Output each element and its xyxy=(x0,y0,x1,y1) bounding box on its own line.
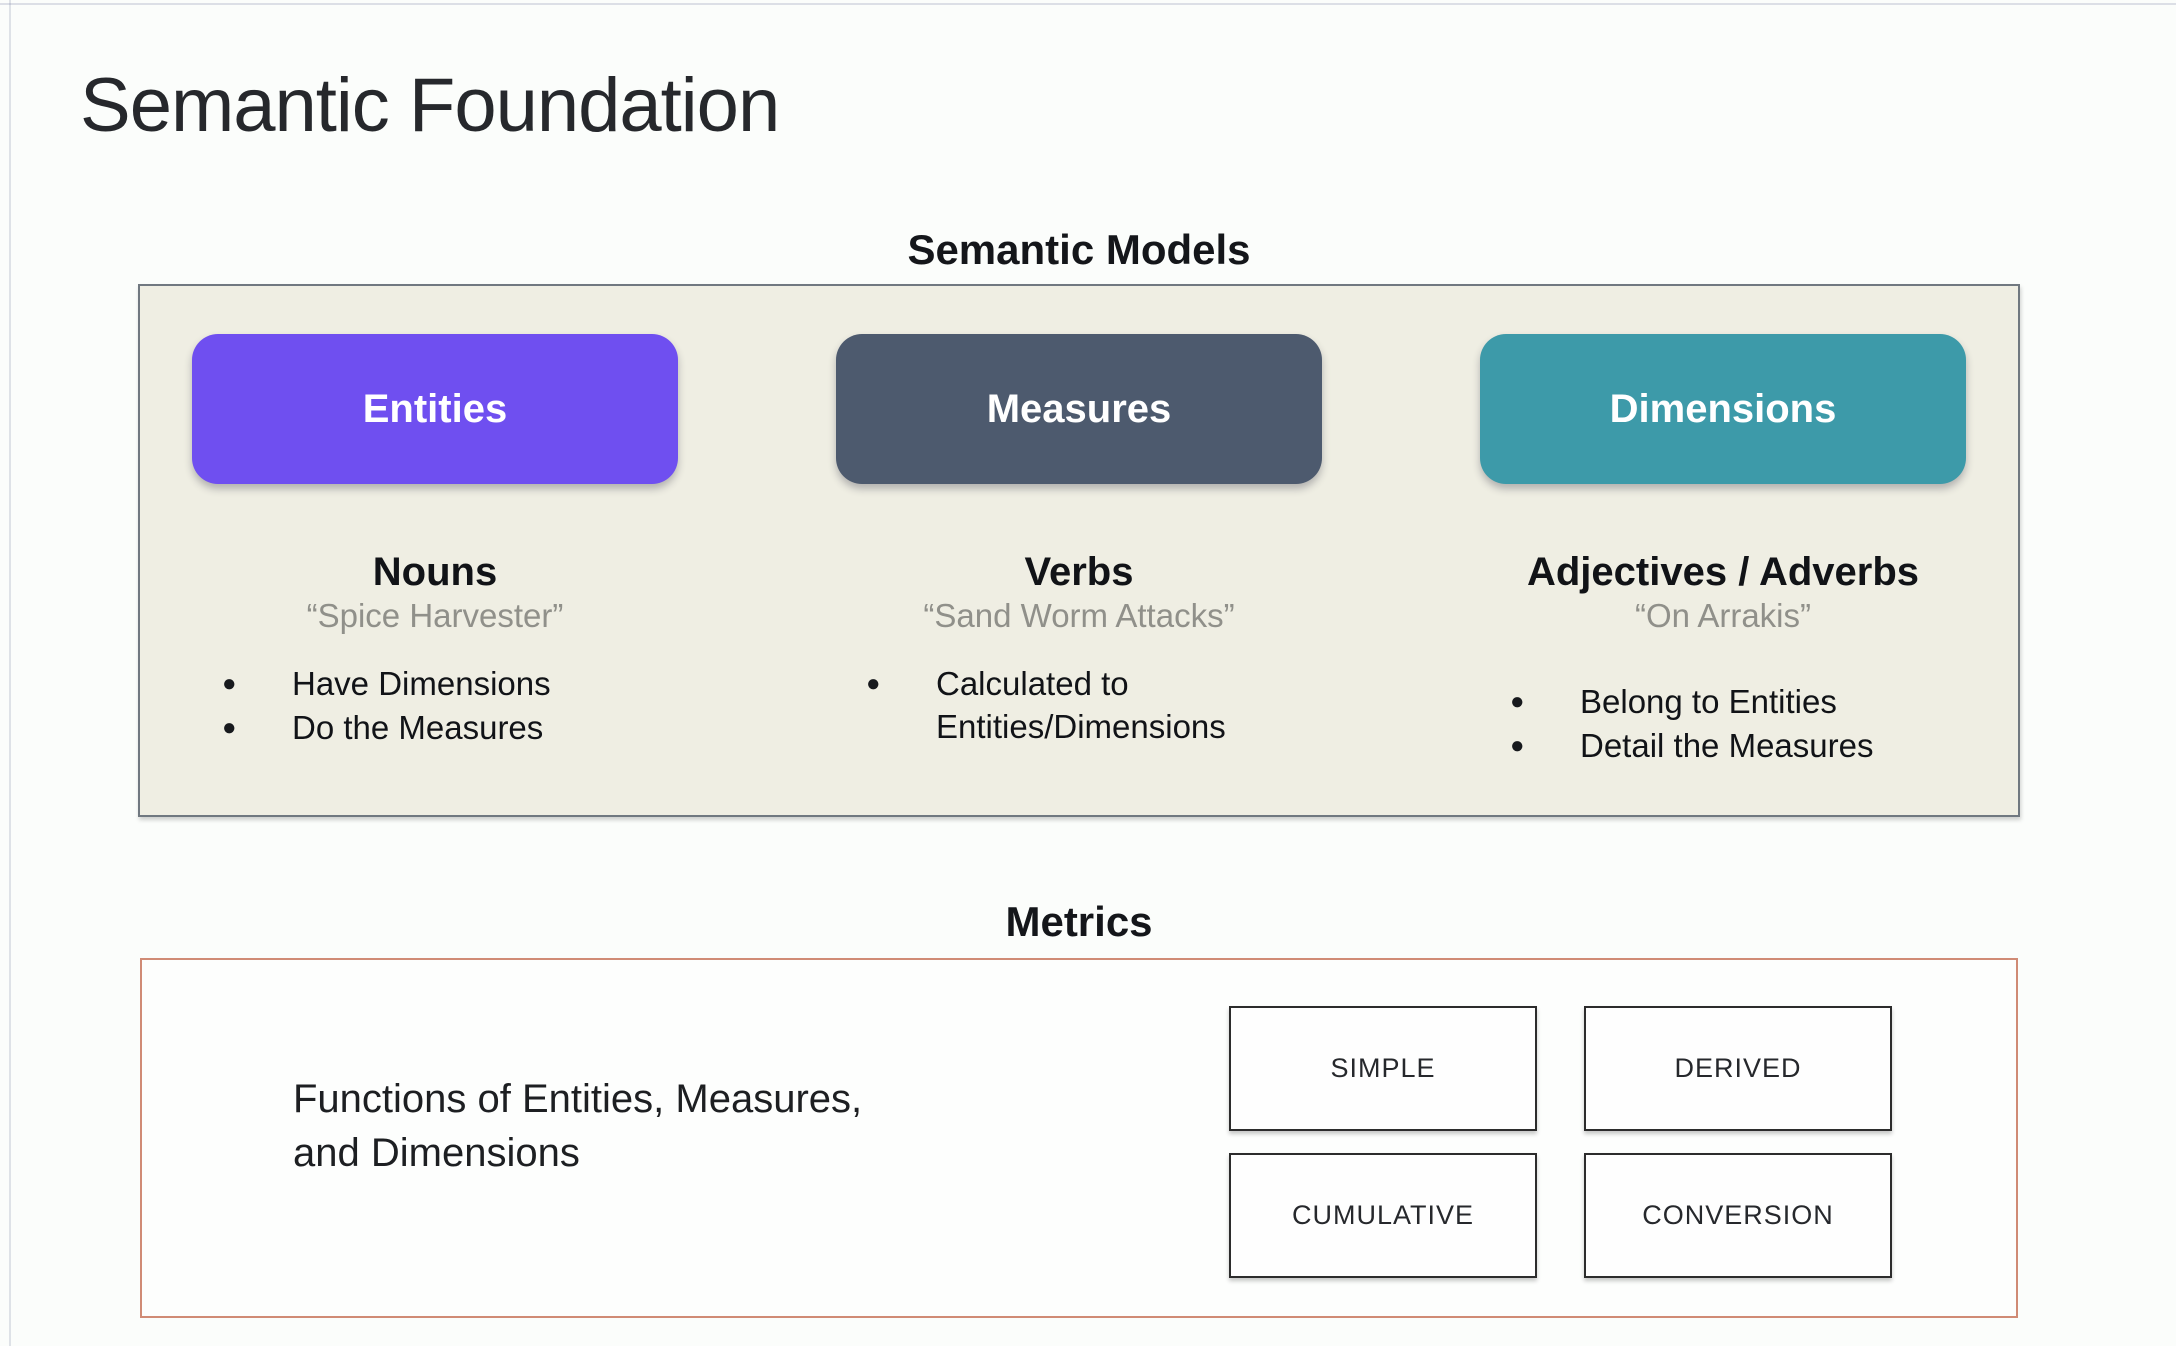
dimensions-part-of-speech: Adjectives / Adverbs xyxy=(1526,550,1919,594)
bullet-dot-icon: ● xyxy=(1510,731,1525,759)
dimensions-example-quote: “On Arrakis” xyxy=(1634,597,1812,634)
bullet-dot-icon: ● xyxy=(222,713,237,741)
dimensions-pill: Dimensions xyxy=(1480,334,1966,484)
bullet-label: Do the Measures xyxy=(292,708,544,746)
metric-type-simple: SIMPLE xyxy=(1229,1006,1537,1131)
semantic-column-entities: Entities Nouns “Spice Harvester” ● Have … xyxy=(192,334,678,815)
bullet-dot-icon: ● xyxy=(866,669,881,697)
measures-bullet-list: ● Calculated to Entities/Dimensions xyxy=(836,662,1322,750)
semantic-column-dimensions: Dimensions Adjectives / Adverbs “On Arra… xyxy=(1480,334,1966,815)
entities-pill: Entities xyxy=(192,334,678,484)
entities-bullet-list: ● Have Dimensions ● Do the Measures xyxy=(192,662,678,750)
metrics-description: Functions of Entities, Measures, and Dim… xyxy=(293,1072,862,1180)
semantic-models-heading: Semantic Models xyxy=(907,226,1251,273)
metrics-panel: Functions of Entities, Measures, and Dim… xyxy=(140,958,2018,1318)
measures-part-of-speech: Verbs xyxy=(1024,550,1134,594)
bullet-label: Belong to Entities xyxy=(1580,682,1837,720)
bullet-label: Detail the Measures xyxy=(1580,726,1874,764)
semantic-models-panel: Entities Nouns “Spice Harvester” ● Have … xyxy=(138,284,2020,817)
metrics-description-line2: and Dimensions xyxy=(293,1131,580,1175)
bullet-dot-icon: ● xyxy=(1510,687,1525,715)
metric-type-cumulative: CUMULATIVE xyxy=(1229,1153,1537,1278)
measures-example-quote: “Sand Worm Attacks” xyxy=(923,597,1235,634)
dimensions-bullet-list: ● Belong to Entities ● Detail the Measur… xyxy=(1480,680,1966,768)
semantic-column-measures: Measures Verbs “Sand Worm Attacks” ● Cal… xyxy=(836,334,1322,815)
metric-type-derived: DERIVED xyxy=(1584,1006,1892,1131)
list-item: ● Detail the Measures xyxy=(1510,724,1966,768)
list-item: ● Have Dimensions xyxy=(222,662,678,706)
bullet-dot-icon: ● xyxy=(222,669,237,697)
bullet-label: Calculated to Entities/Dimensions xyxy=(936,664,1226,746)
metric-types-grid: SIMPLE DERIVED CUMULATIVE CONVERSION xyxy=(1229,1006,1892,1278)
left-edge-line xyxy=(9,0,11,1346)
measures-pill: Measures xyxy=(836,334,1322,484)
list-item: ● Do the Measures xyxy=(222,706,678,750)
slide-title: Semantic Foundation xyxy=(80,63,780,148)
list-item: ● Belong to Entities xyxy=(1510,680,1966,724)
bullet-label: Have Dimensions xyxy=(292,664,551,702)
top-edge-line xyxy=(0,3,2176,5)
entities-part-of-speech: Nouns xyxy=(372,550,498,594)
metrics-description-line1: Functions of Entities, Measures, xyxy=(293,1077,863,1121)
metrics-heading: Metrics xyxy=(1005,898,1153,945)
list-item: ● Calculated to Entities/Dimensions xyxy=(866,662,1322,750)
metric-type-conversion: CONVERSION xyxy=(1584,1153,1892,1278)
entities-example-quote: “Spice Harvester” xyxy=(306,597,564,634)
